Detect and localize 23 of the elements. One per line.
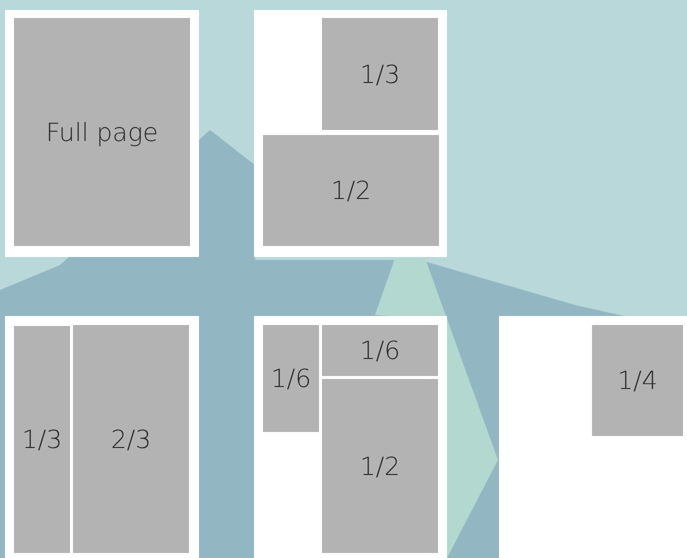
- page-card: [499, 316, 687, 558]
- size-label: Full page: [46, 118, 158, 146]
- size-label: 1/4: [617, 366, 658, 395]
- ad-space-block: [322, 18, 438, 130]
- ad-space-block: [322, 325, 438, 376]
- ad-space-block: [73, 325, 189, 553]
- size-label: 1/3: [22, 425, 62, 454]
- page-card: [5, 10, 199, 257]
- page-card: [5, 316, 199, 558]
- ad-space-block: [14, 326, 70, 553]
- size-label: 1/6: [270, 364, 312, 393]
- size-label: 1/2: [360, 452, 400, 480]
- ad-space-block: [322, 379, 438, 553]
- page-card: [254, 10, 447, 257]
- size-label: 1/6: [360, 336, 400, 365]
- size-label: 1/3: [360, 60, 400, 88]
- ad-space-block: [592, 325, 683, 436]
- size-label: 1/2: [330, 176, 372, 205]
- ad-space-block: [14, 18, 190, 246]
- page-card: [254, 316, 447, 558]
- size-label: 2/3: [110, 424, 152, 454]
- ad-space-block: [263, 325, 319, 432]
- ad-space-block: [263, 135, 439, 246]
